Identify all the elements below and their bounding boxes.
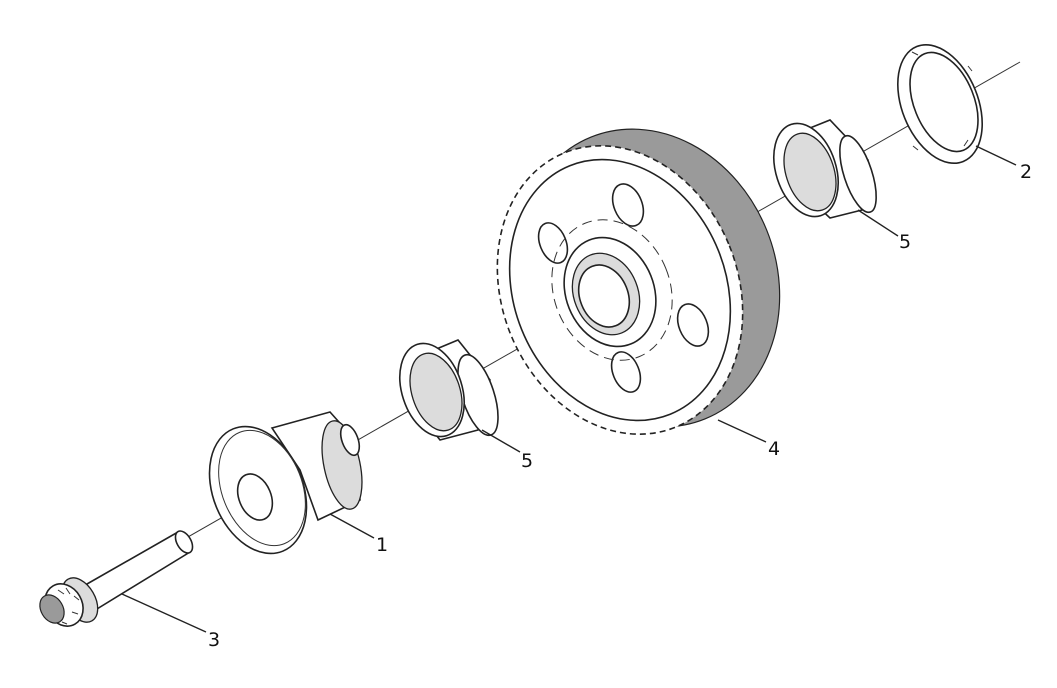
callout-label-1: 1 (376, 534, 388, 556)
leader-line-3 (121, 593, 207, 633)
leader-line-5b (857, 209, 899, 237)
flanged-bushing-part (208, 411, 363, 555)
bolt-part (39, 530, 194, 627)
bearing-sleeve-front-part (399, 339, 499, 441)
thrust-washer-part (897, 43, 983, 165)
leader-lines (121, 145, 1017, 633)
bearing-sleeve-rear-part (773, 119, 877, 219)
leader-line-4 (717, 419, 767, 443)
leader-line-1 (329, 513, 375, 539)
callout-label-4: 4 (768, 438, 780, 460)
callout-label-5-rear: 5 (899, 231, 911, 253)
leader-line-5a (481, 429, 521, 453)
callout-label-3: 3 (208, 629, 220, 651)
leader-line-2 (975, 145, 1017, 166)
callout-label-5-front: 5 (521, 450, 533, 472)
callout-label-2: 2 (1020, 161, 1032, 183)
idler-gear-part (496, 128, 781, 435)
